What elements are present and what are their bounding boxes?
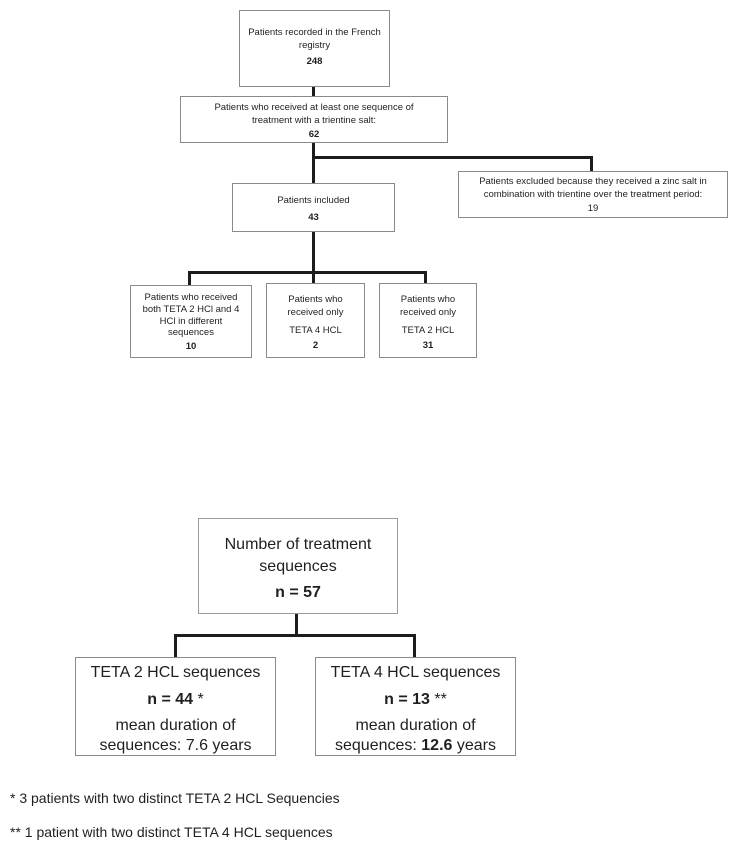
only-teta4-box-text: Patients who received only	[287, 294, 344, 318]
teta4-sequences-box-detail: mean duration of sequences: 12.6 years	[316, 716, 515, 758]
connector-branches-horizontal	[174, 634, 416, 637]
teta4-sequences-box: TETA 4 HCL sequences n = 13 ** mean dura…	[315, 657, 516, 756]
only-teta2-box-text: Patients who received only	[400, 294, 456, 318]
teta4-detail-prefix: mean duration of sequences:	[335, 716, 476, 755]
teta2-detail-suffix: years	[207, 737, 252, 755]
connector-children-horizontal	[188, 271, 427, 274]
excluded-box: Patients excluded because they received …	[458, 171, 728, 218]
trientine-sequence-box-value: 62	[308, 129, 320, 141]
connector-drop-only-teta2	[424, 271, 427, 285]
connector-drop-teta2-sequences	[174, 634, 177, 657]
teta4-footnote-marker: **	[434, 690, 447, 708]
trientine-sequence-box: Patients who received at least one seque…	[180, 96, 448, 143]
connector-sequence-to-included	[312, 143, 315, 184]
total-sequences-box-value: n = 57	[275, 584, 321, 602]
excluded-box-value: 19	[587, 203, 599, 215]
teta2-sequences-box: TETA 2 HCL sequences n = 44 * mean durat…	[75, 657, 276, 756]
teta4-n-value: n = 13	[384, 690, 430, 708]
both-salts-box-value: 10	[185, 341, 197, 353]
included-box-text: Patients included	[277, 195, 350, 206]
footnote-teta2: * 3 patients with two distinct TETA 2 HC…	[10, 790, 340, 806]
total-sequences-box-text: Number of treatment sequences	[224, 536, 372, 575]
connector-registry-to-sequence	[312, 86, 315, 97]
connector-drop-teta4-sequences	[413, 634, 416, 657]
only-teta4-box: Patients who received only TETA 4 HCL 2	[266, 283, 365, 358]
teta4-duration-value: 12.6	[421, 737, 453, 755]
only-teta2-box-value: 31	[422, 340, 434, 352]
connector-total-to-branches	[295, 613, 298, 637]
registry-box-value: 248	[306, 56, 323, 68]
teta2-sequences-box-value: n = 44 *	[76, 691, 275, 709]
teta4-sequences-box-title: TETA 4 HCL sequences	[330, 664, 501, 681]
excluded-box-text: Patients excluded because they received …	[479, 176, 707, 200]
only-teta4-box-drug: TETA 4 HCL	[289, 325, 342, 337]
trientine-sequence-box-text: Patients who received at least one seque…	[214, 102, 414, 126]
connector-branch-to-excluded-drop	[590, 156, 593, 172]
only-teta2-box-drug: TETA 2 HCL	[401, 325, 455, 337]
only-teta2-box: Patients who received only TETA 2 HCL 31	[379, 283, 477, 358]
connector-drop-both-salts	[188, 271, 191, 285]
teta2-sequences-box-title: TETA 2 HCL sequences	[90, 664, 261, 681]
connector-included-to-children	[312, 231, 315, 273]
teta2-n-value: n = 44	[147, 690, 194, 708]
registry-box-text: Patients recorded in the French registry	[248, 27, 381, 51]
teta2-footnote-marker: *	[197, 690, 204, 708]
registry-box: Patients recorded in the French registry…	[239, 10, 390, 87]
teta2-detail-prefix: mean duration of sequences:	[99, 716, 236, 755]
connector-drop-only-teta4	[312, 271, 315, 285]
total-sequences-box: Number of treatment sequences n = 57	[198, 518, 398, 614]
connector-branch-to-excluded-horizontal	[312, 156, 593, 159]
included-box-value: 43	[308, 211, 319, 223]
footnote-teta4: ** 1 patient with two distinct TETA 4 HC…	[10, 824, 333, 840]
teta2-duration-value: 7.6	[185, 737, 208, 755]
teta4-sequences-box-value: n = 13 **	[316, 691, 515, 709]
teta2-sequences-box-detail: mean duration of sequences: 7.6 years	[76, 716, 275, 758]
both-salts-box: Patients who received both TETA 2 HCl an…	[130, 285, 252, 358]
only-teta4-box-value: 2	[312, 340, 319, 352]
included-box: Patients included 43	[232, 183, 395, 232]
both-salts-box-text: Patients who received both TETA 2 HCl an…	[142, 292, 240, 339]
teta4-detail-suffix: years	[452, 737, 496, 755]
